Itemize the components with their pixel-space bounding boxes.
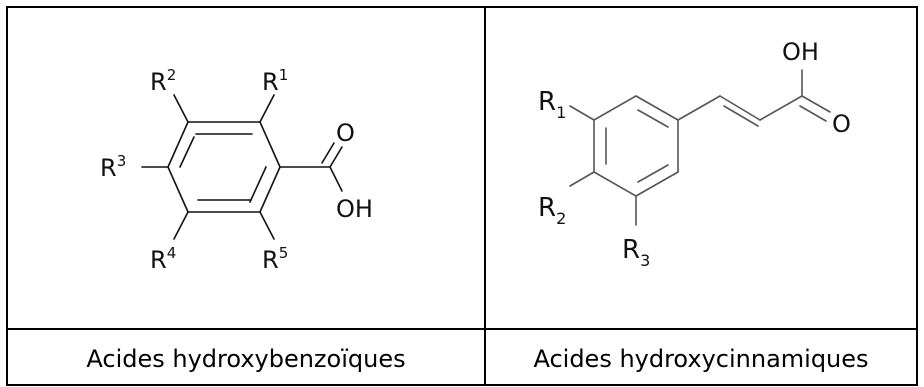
label-hydroxyl: OH [336, 195, 373, 223]
table-column-divider [484, 6, 486, 386]
label-r1: R1 [262, 66, 288, 96]
benzene-ring [593, 95, 679, 197]
label-r5: R5 [262, 244, 288, 274]
hydroxybenzoic-acid-structure: R2 R1 R3 R4 R5 O OH [100, 66, 373, 274]
table-row-divider [6, 328, 918, 330]
label-r3: R3 [100, 152, 126, 182]
table-border-top [6, 6, 918, 8]
table-border-left [6, 6, 8, 386]
table-border-right [916, 6, 918, 386]
label-r3: R3 [622, 235, 650, 270]
label-hydroxyl: OH [782, 38, 819, 66]
label-r2: R2 [538, 193, 566, 228]
label-r2: R2 [150, 66, 176, 96]
label-r1: R1 [538, 87, 566, 122]
label-carbonyl-o: O [832, 110, 851, 138]
hydroxycinnamic-acid-structure: R1 R2 R3 OH O [538, 38, 851, 270]
table-border-bottom [6, 384, 918, 386]
benzene-ring [167, 121, 281, 213]
caption-hydroxycinnamic: Acides hydroxycinnamiques [533, 344, 869, 373]
caption-hydroxybenzoic: Acides hydroxybenzoïques [86, 344, 406, 373]
label-r4: R4 [150, 244, 176, 274]
label-carbonyl-o: O [336, 119, 355, 147]
